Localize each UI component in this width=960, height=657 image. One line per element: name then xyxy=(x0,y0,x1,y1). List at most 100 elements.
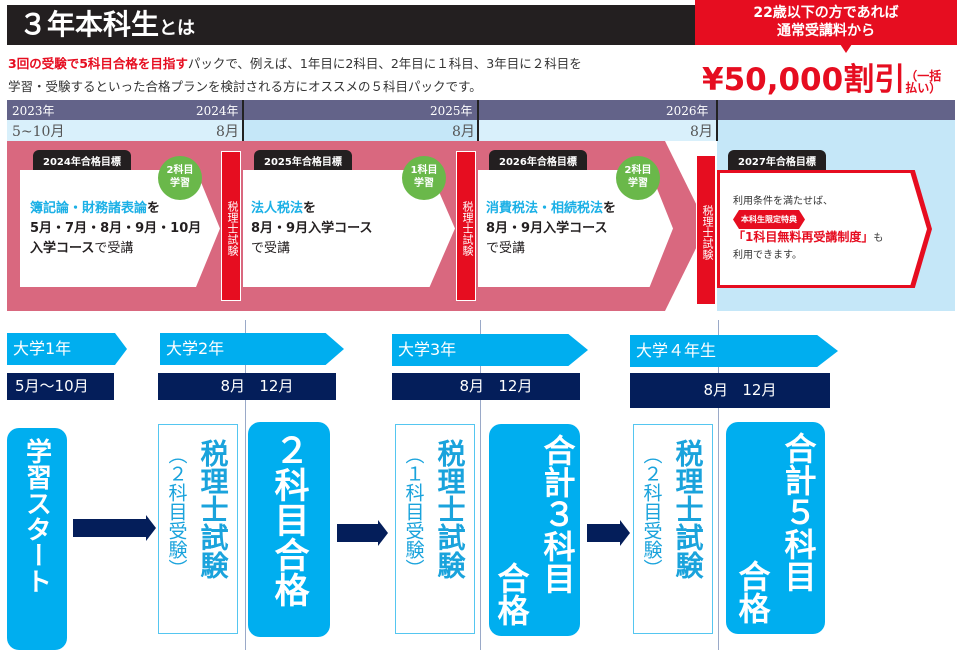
final-line1: 利用条件を満たせば、 xyxy=(733,196,833,207)
final-text: 利用条件を満たせば、本科生限定特典「1科目無料再受講制度」も利用できます。 xyxy=(733,193,883,264)
goal-tag: 2027年合格目標 xyxy=(728,150,826,170)
promo-pointer xyxy=(840,44,852,53)
year-bar xyxy=(7,100,955,120)
result-step: 合計３科目合格 xyxy=(489,424,580,636)
arrow-head-icon xyxy=(378,520,388,546)
divider xyxy=(477,100,479,141)
exam-note: （２科目受験） xyxy=(640,445,663,578)
course: 入学コース xyxy=(30,241,95,256)
exam-step: （２科目受験） 税理士試験 xyxy=(158,424,238,634)
desc-line2: 学習・受験するといった合格プランを検討される方にオススメの５科目パックです。 xyxy=(8,79,482,94)
attend: で受講 xyxy=(486,241,526,256)
goal-tag: 2025年合格目標 xyxy=(254,150,352,170)
subject-badge: 2科目学習 xyxy=(616,156,660,200)
title-suffix: とは xyxy=(159,18,196,39)
attend: で受講 xyxy=(94,241,134,256)
stage-text: 消費税法・相続税法を 8月・9月入学コースで受講 xyxy=(486,199,616,259)
month-seg xyxy=(478,120,717,141)
badge-sub: 学習 xyxy=(414,178,434,189)
free-retake-system: 「1科目無料再受講制度」 xyxy=(733,230,874,244)
final-line3: 利用できます。 xyxy=(733,250,802,261)
price-amount: ¥50,000 xyxy=(702,62,844,98)
period-start: 8月 xyxy=(459,377,485,395)
particle: も xyxy=(873,233,884,244)
payment-note: （一括払い） xyxy=(905,70,941,94)
description: 3回の受験で5科目合格を目指すパックで、例えば、1年目に2科目、2年目に１科目、… xyxy=(8,52,582,98)
result-label: ２科目合格 xyxy=(268,432,309,607)
result-step: ２科目合格 xyxy=(248,422,330,637)
desc-line1: パックで、例えば、1年目に2科目、2年目に１科目、3年目に２科目を xyxy=(187,56,582,71)
subject: 法人税法 xyxy=(251,201,304,216)
year-label: 2025年 xyxy=(430,104,473,118)
promo-line1: 22歳以下の方であれば xyxy=(753,5,899,21)
discount-price: ¥50,000割引（一括払い） xyxy=(702,54,941,99)
period-start: 8月 xyxy=(703,381,729,399)
year-chevron: 大学2年 xyxy=(160,333,344,365)
course-months: 8月・9月入学コース xyxy=(251,221,373,236)
badge-num: 1科目 xyxy=(410,165,438,176)
exam-marker: 税理士試験 xyxy=(696,155,716,305)
period-end: 12月 xyxy=(498,377,533,395)
period-end: 12月 xyxy=(742,381,777,399)
arrow-head-icon xyxy=(146,515,156,541)
badge-sub: 学習 xyxy=(628,178,648,189)
particle: を xyxy=(603,201,617,216)
promo-banner: 22歳以下の方であれば通常受講料から xyxy=(695,0,957,45)
attend: で受講 xyxy=(251,241,291,256)
promo-line2: 通常受講料から xyxy=(777,23,875,39)
year-label: 2026年 xyxy=(666,104,709,118)
year-chevron: 大学1年 xyxy=(7,333,127,365)
month-label: 5~10月 xyxy=(12,124,65,140)
result-step: 合計５科目合格 xyxy=(726,422,825,634)
period-start: 8月 xyxy=(220,377,246,395)
study-start-label: 学習スタート xyxy=(21,438,52,594)
exam-label: 税理士試験 xyxy=(196,439,230,579)
month-seg xyxy=(243,120,478,141)
exam-note: （２科目受験） xyxy=(165,445,188,578)
course-months: 8月・9月入学コース xyxy=(486,221,608,236)
arrow-head-icon xyxy=(620,520,630,546)
result-label: 合計３科目 xyxy=(538,434,577,594)
arrow-icon xyxy=(337,524,379,542)
month-label: 8月 xyxy=(690,124,713,140)
goal-tag: 2026年合格目標 xyxy=(489,150,587,170)
page-title: ３年本科生とは xyxy=(7,5,697,45)
period-end: 12月 xyxy=(259,377,294,395)
month-seg xyxy=(7,120,243,141)
price-discount: 割引 xyxy=(843,62,906,98)
badge-num: 2科目 xyxy=(624,165,652,176)
period-bar: 8月 12月 xyxy=(158,373,336,400)
title-main: ３年本科生 xyxy=(19,8,160,41)
year-chevron: 大学４年生 xyxy=(630,335,838,367)
result-label-2: 合格 xyxy=(733,560,772,624)
guide-line xyxy=(718,320,719,650)
result-label-2: 合格 xyxy=(492,562,531,626)
badge-sub: 学習 xyxy=(170,178,190,189)
month-label: 8月 xyxy=(452,124,475,140)
divider xyxy=(242,100,244,141)
subject-badge: 2科目学習 xyxy=(158,156,202,200)
exam-step: （１科目受験）税理士試験 xyxy=(395,424,475,634)
payment-note-2: 払い） xyxy=(905,80,942,95)
limited-badge: 本科生限定特典 xyxy=(733,210,805,229)
arrow-icon xyxy=(587,524,621,542)
exam-note: （１科目受験） xyxy=(402,445,425,578)
year-chevron: 大学3年 xyxy=(392,334,588,366)
exam-step: （２科目受験） 税理士試験 xyxy=(633,424,713,634)
subject: 消費税法・相続税法 xyxy=(486,201,604,216)
exam-marker: 税理士試験 xyxy=(221,151,241,301)
year-label: 2023年 xyxy=(12,104,55,118)
badge-num: 2科目 xyxy=(166,165,194,176)
period-bar: 8月 12月 xyxy=(392,373,580,400)
exam-marker: 税理士試験 xyxy=(456,151,476,301)
exam-label: 税理士試験 xyxy=(671,439,705,579)
subject-badge: 1科目学習 xyxy=(402,156,446,200)
arrow-icon xyxy=(73,519,147,537)
course-months: 5月・7月・8月・9月・10月 xyxy=(30,221,202,236)
final-box xyxy=(720,173,927,285)
study-start: 学習スタート xyxy=(7,428,67,650)
month-label: 8月 xyxy=(216,124,239,140)
period-bar: 5月～10月 xyxy=(7,373,114,400)
